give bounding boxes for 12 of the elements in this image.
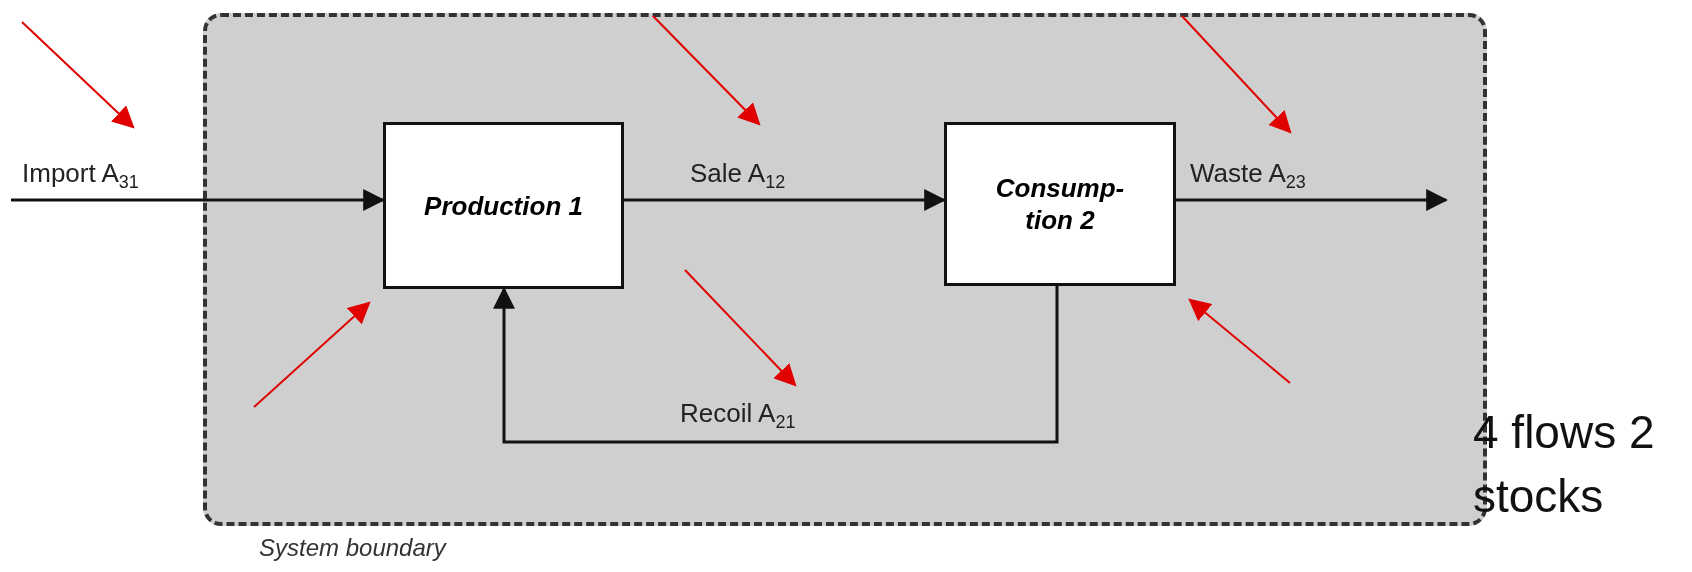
note-text: 4 flows 2 stocks xyxy=(1473,405,1656,524)
flow-arrow xyxy=(1176,189,1449,211)
flow-arrow xyxy=(493,286,1059,444)
pointer-arrow xyxy=(253,301,371,408)
stock-box: Production 1 xyxy=(383,122,624,289)
boundary-label: System boundary xyxy=(259,534,446,562)
edge-label: Waste A$_{23}$ xyxy=(1190,158,1306,194)
edge-label: Import A$_{31}$ xyxy=(22,158,139,194)
stock-box: Consump- tion 2 xyxy=(944,122,1176,286)
pointer-arrow xyxy=(1188,298,1291,384)
edge-label: Recoil A$_{21}$ xyxy=(680,398,796,434)
edge-label: Sale A$_{12}$ xyxy=(690,158,786,194)
